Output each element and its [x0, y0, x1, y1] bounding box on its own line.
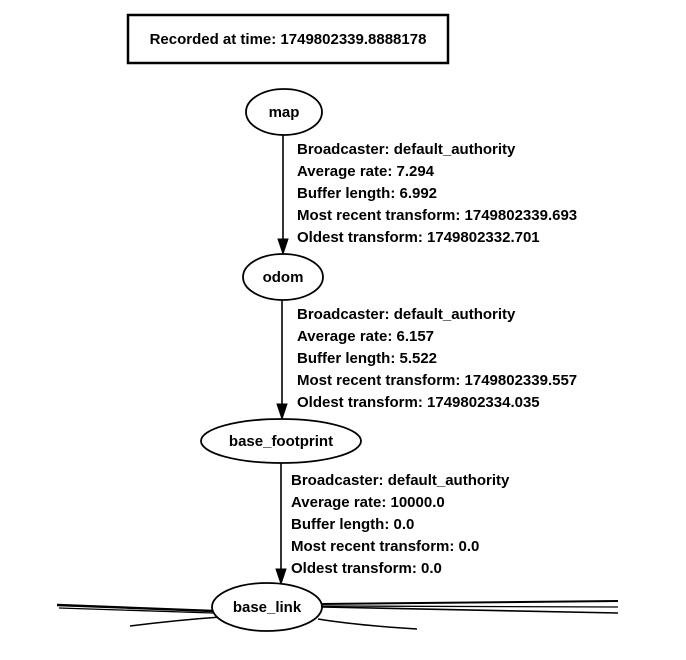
edge-label-buffer-length: Buffer length: 0.0 — [291, 516, 414, 533]
recorded-time-box-border — [126, 13, 450, 65]
recorded-time-box: Recorded at time: 1749802339.8888178 — [126, 13, 450, 65]
edge-label-most-recent: Most recent transform: 1749802339.557 — [297, 372, 577, 389]
base-link-child-edges — [56, 600, 619, 630]
edge-label-broadcaster: Broadcaster: default_authority — [291, 472, 510, 489]
edge-label-broadcaster: Broadcaster: default_authority — [297, 141, 516, 158]
arrowhead-odom-base-footprint — [276, 403, 288, 421]
node-odom-ellipse — [242, 253, 324, 301]
edge-label-average-rate: Average rate: 6.157 — [297, 328, 434, 345]
node-odom-label: odom — [263, 269, 304, 286]
node-odom: odom — [242, 253, 324, 301]
edge-map-odom: Broadcaster: default_authority Average r… — [277, 135, 577, 256]
edge-label-buffer-length: Buffer length: 6.992 — [297, 185, 437, 202]
edge-label-most-recent: Most recent transform: 1749802339.693 — [297, 207, 577, 224]
edge-line-right-curve — [317, 618, 418, 630]
edge-label-oldest: Oldest transform: 1749802332.701 — [297, 229, 540, 246]
edge-label-most-recent: Most recent transform: 0.0 — [291, 538, 479, 555]
edge-line-left-1 — [56, 603, 214, 613]
edge-line-right-3 — [321, 606, 619, 614]
recorded-time-label: Recorded at time: 1749802339.8888178 — [150, 31, 427, 48]
edge-line-left-curve — [129, 616, 222, 627]
edge-line-right-2 — [321, 605, 619, 608]
edge-odom-base-footprint: Broadcaster: default_authority Average r… — [276, 300, 577, 421]
node-map-ellipse — [245, 88, 323, 136]
node-base-link: base_link — [211, 582, 323, 632]
node-base-link-ellipse — [211, 582, 323, 632]
node-base-footprint: base_footprint — [200, 418, 362, 464]
node-map: map — [245, 88, 323, 136]
edge-label-broadcaster: Broadcaster: default_authority — [297, 306, 516, 323]
edge-label-average-rate: Average rate: 10000.0 — [291, 494, 445, 511]
node-map-label: map — [269, 104, 300, 121]
edge-label-oldest: Oldest transform: 1749802334.035 — [297, 394, 540, 411]
edge-label-oldest: Oldest transform: 0.0 — [291, 560, 442, 577]
node-base-footprint-ellipse — [200, 418, 362, 464]
node-base-footprint-label: base_footprint — [229, 433, 333, 450]
node-base-link-label: base_link — [233, 599, 302, 616]
edge-line-left-2 — [58, 607, 214, 614]
edge-base-footprint-base-link: Broadcaster: default_authority Average r… — [275, 463, 510, 586]
edge-label-buffer-length: Buffer length: 5.522 — [297, 350, 437, 367]
arrowhead-base-footprint-base-link — [275, 568, 287, 586]
arrowhead-map-odom — [277, 238, 289, 256]
edge-line-right-1 — [320, 600, 619, 605]
edge-label-average-rate: Average rate: 7.294 — [297, 163, 435, 180]
